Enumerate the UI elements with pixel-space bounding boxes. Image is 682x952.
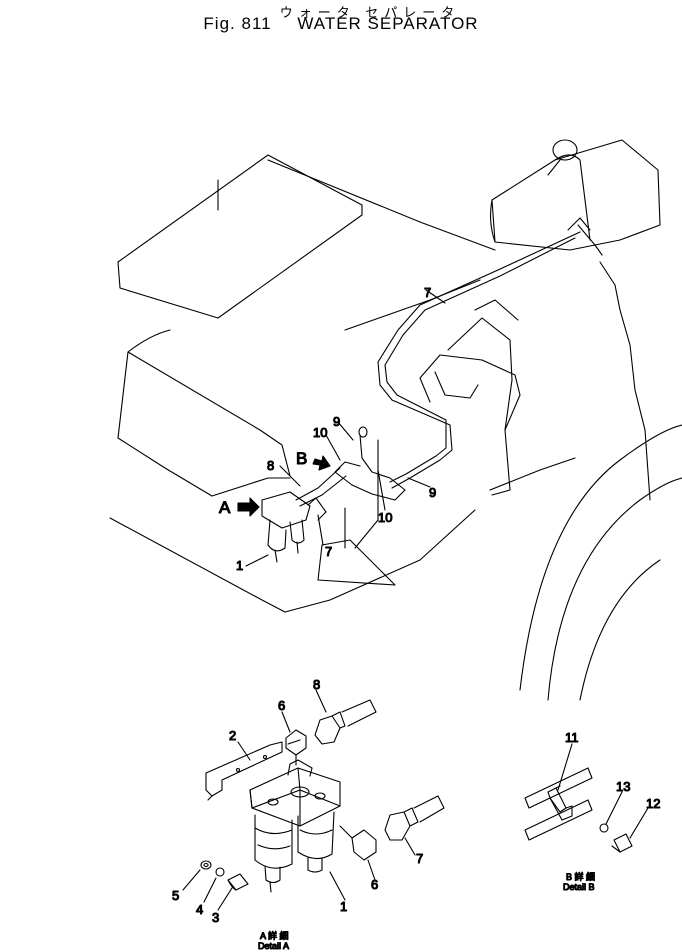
callout-11: 11 [565, 730, 579, 745]
callout-6: 6 [278, 698, 285, 713]
callout-7: 7 [416, 851, 423, 866]
detail-b-drawing [524, 767, 633, 853]
view-label-b: B [296, 449, 307, 468]
callout-7: 7 [325, 544, 332, 559]
callout-10: 10 [378, 510, 392, 525]
separator-main-view [261, 491, 327, 563]
fuel-lines [295, 217, 603, 507]
callout-4: 4 [196, 902, 203, 917]
callout-2: 2 [229, 728, 236, 743]
callout-3: 3 [212, 910, 219, 925]
callout-5: 5 [172, 888, 179, 903]
detail-b-caption: Detail B [563, 882, 595, 892]
detail-b-caption-jp: B 詳 細 [566, 871, 595, 882]
detail-a-drawing [200, 699, 445, 893]
callout-12: 12 [646, 796, 660, 811]
detail-a-caption: Detail A [258, 941, 289, 951]
callout-9: 9 [333, 414, 340, 429]
callout-6: 6 [371, 877, 378, 892]
japanese-title: ウォータ セパレータ [279, 5, 461, 20]
view-arrow-b [312, 455, 331, 471]
title-text: WATER SEPARATOR [297, 14, 479, 33]
callout-9: 9 [429, 485, 436, 500]
callout-13: 13 [616, 779, 630, 794]
figure-title: Fig. 811 WATER SEPARATOR [0, 14, 682, 34]
leader-lines-detail-b [557, 743, 649, 839]
callout-8: 8 [267, 458, 274, 473]
fig-label: Fig. 811 [203, 14, 272, 33]
callout-7: 7 [424, 285, 431, 300]
callout-8: 8 [313, 677, 320, 692]
leader-lines-main [245, 289, 446, 567]
callout-1: 1 [340, 899, 347, 914]
view-label-a: A [219, 498, 231, 517]
detail-a-caption-jp: A 詳 細 [260, 930, 289, 941]
view-arrow-a [237, 497, 260, 517]
callout-1: 1 [236, 558, 243, 573]
machine-outline [109, 139, 682, 701]
leader-lines-detail-a [182, 689, 416, 911]
callout-10: 10 [313, 425, 327, 440]
